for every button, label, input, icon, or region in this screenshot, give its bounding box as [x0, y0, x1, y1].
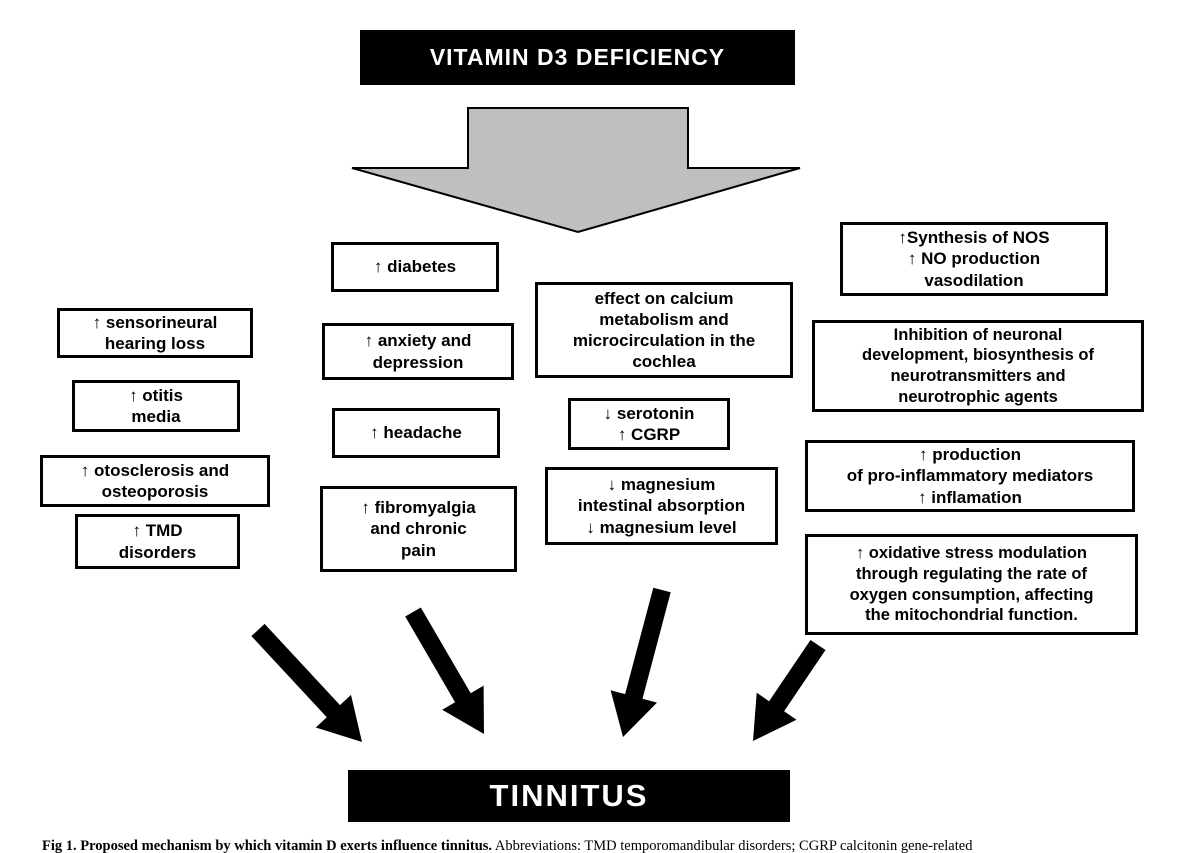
- arrow-to-tinnitus-4: [753, 640, 826, 741]
- tinnitus-banner: TINNITUS: [348, 770, 790, 822]
- box-sensorineural-hearing-loss: ↑ sensorineural hearing loss: [57, 308, 253, 358]
- box-magnesium-absorption-level: ↓ magnesium intestinal absorption ↓ magn…: [545, 467, 778, 545]
- box-calcium-metabolism-cochlea: effect on calcium metabolism and microci…: [535, 282, 793, 378]
- main-flow-down-arrow: [351, 107, 801, 234]
- box-diabetes: ↑ diabetes: [331, 242, 499, 292]
- box-fibromyalgia-chronic-pain: ↑ fibromyalgia and chronic pain: [320, 486, 517, 572]
- box-tmd-disorders: ↑ TMD disorders: [75, 514, 240, 569]
- box-nos-no-vasodilation: ↑Synthesis of NOS ↑ NO production vasodi…: [840, 222, 1108, 296]
- figure-caption-abbreviations: Abbreviations: TMD temporomandibular dis…: [492, 838, 973, 853]
- box-otosclerosis-osteoporosis: ↑ otosclerosis and osteoporosis: [40, 455, 270, 507]
- box-oxidative-stress-modulation: ↑ oxidative stress modulation through re…: [805, 534, 1138, 635]
- arrow-to-tinnitus-3: [610, 587, 671, 737]
- figure-caption-title: Fig 1. Proposed mechanism by which vitam…: [42, 838, 493, 853]
- box-otitis-media: ↑ otitis media: [72, 380, 240, 432]
- arrow-to-tinnitus-1: [251, 623, 362, 742]
- box-inhibition-neuronal-development: Inhibition of neuronal development, bios…: [812, 320, 1144, 412]
- vitamin-d3-deficiency-banner: VITAMIN D3 DEFICIENCY: [360, 30, 795, 85]
- box-pro-inflammatory-mediators: ↑ production of pro-inflammatory mediato…: [805, 440, 1135, 512]
- box-serotonin-cgrp: ↓ serotonin ↑ CGRP: [568, 398, 730, 450]
- box-anxiety-depression: ↑ anxiety and depression: [322, 323, 514, 380]
- arrow-to-tinnitus-2: [405, 607, 484, 734]
- figure-caption: Fig 1. Proposed mechanism by which vitam…: [42, 838, 1162, 853]
- box-headache: ↑ headache: [332, 408, 500, 458]
